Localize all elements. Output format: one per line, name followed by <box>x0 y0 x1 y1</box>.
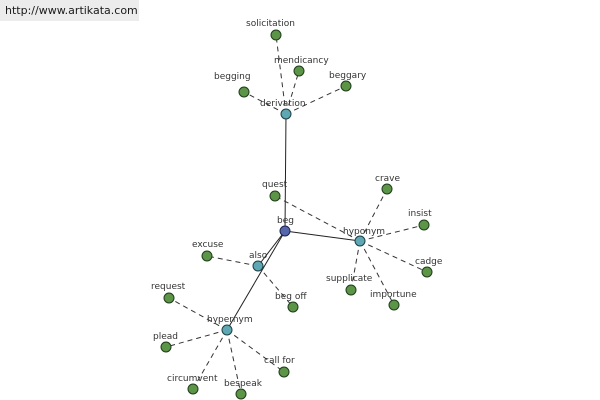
node-cadge[interactable] <box>421 266 433 278</box>
node-importune[interactable] <box>388 299 400 311</box>
node-label-importune[interactable]: importune <box>370 290 417 300</box>
node-label-crave[interactable]: crave <box>375 174 400 184</box>
node-label-request[interactable]: request <box>151 282 186 292</box>
node-request[interactable] <box>163 292 175 304</box>
node-label-cadge[interactable]: cadge <box>415 257 443 267</box>
edge-hypernym-circumvent <box>192 329 228 390</box>
node-insist[interactable] <box>418 219 430 231</box>
node-label-hyponym[interactable]: hyponym <box>343 227 385 237</box>
edge-derivation-mendicancy <box>285 70 300 115</box>
edge-hypernym-plead <box>165 329 228 348</box>
node-label-begging[interactable]: begging <box>214 72 251 82</box>
edge-hyponym-crave <box>359 188 388 242</box>
node-label-quest[interactable]: quest <box>262 180 288 190</box>
graph-edges <box>165 34 428 395</box>
edge-hyponym-quest <box>274 195 361 242</box>
edge-hypernym-request <box>168 297 228 331</box>
node-crave[interactable] <box>381 183 393 195</box>
node-label-call-for[interactable]: call for <box>264 356 295 366</box>
node-bespeak[interactable] <box>235 388 247 400</box>
edge-beg-also <box>257 230 286 267</box>
node-label-also[interactable]: also <box>249 251 268 261</box>
node-derivation[interactable] <box>280 108 292 120</box>
node-label-insist[interactable]: insist <box>408 209 432 219</box>
node-label-supplicate[interactable]: supplicate <box>326 274 373 284</box>
node-excuse[interactable] <box>201 250 213 262</box>
node-label-beg-off[interactable]: beg off <box>275 292 307 302</box>
node-beg[interactable] <box>279 225 291 237</box>
node-label-beg[interactable]: beg <box>277 216 294 226</box>
edge-hyponym-insist <box>359 224 425 242</box>
node-hyponym[interactable] <box>354 235 366 247</box>
node-label-bespeak[interactable]: bespeak <box>224 379 263 389</box>
node-label-derivation[interactable]: derivation <box>260 99 306 109</box>
node-also[interactable] <box>252 260 264 272</box>
node-label-circumvent[interactable]: circumvent <box>167 374 218 384</box>
graph-nodes: solicitation mendicancy begging beggary ques… <box>151 19 443 400</box>
node-label-hypernym[interactable]: hypernym <box>207 315 253 325</box>
node-solicitation[interactable] <box>270 29 282 41</box>
node-label-beggary[interactable]: beggary <box>329 71 367 81</box>
node-call-for[interactable] <box>278 366 290 378</box>
node-label-excuse[interactable]: excuse <box>192 240 224 250</box>
node-hypernym[interactable] <box>221 324 233 336</box>
node-beggary[interactable] <box>340 80 352 92</box>
node-label-mendicancy[interactable]: mendicancy <box>274 56 329 66</box>
edge-hypernym-bespeak <box>226 329 242 395</box>
node-beg-off[interactable] <box>287 301 299 313</box>
edge-hyponym-cadge <box>359 240 428 273</box>
edge-beg-hyponym <box>284 230 361 242</box>
edge-beg-derivation <box>284 113 287 232</box>
node-mendicancy[interactable] <box>293 65 305 77</box>
node-begging[interactable] <box>238 86 250 98</box>
node-label-solicitation[interactable]: solicitation <box>246 19 295 29</box>
node-label-plead[interactable]: plead <box>153 332 178 342</box>
url-banner[interactable]: http://www.artikata.com <box>0 0 139 21</box>
edge-derivation-beggary <box>285 85 347 115</box>
edge-hyponym-importune <box>359 240 395 306</box>
edge-derivation-begging <box>243 91 287 115</box>
edge-beg-hypernym <box>226 230 286 331</box>
edge-hypernym-call-for <box>226 329 285 373</box>
node-supplicate[interactable] <box>345 284 357 296</box>
edge-derivation-solicitation <box>275 34 287 115</box>
node-plead[interactable] <box>160 341 172 353</box>
node-circumvent[interactable] <box>187 383 199 395</box>
node-quest[interactable] <box>269 190 281 202</box>
